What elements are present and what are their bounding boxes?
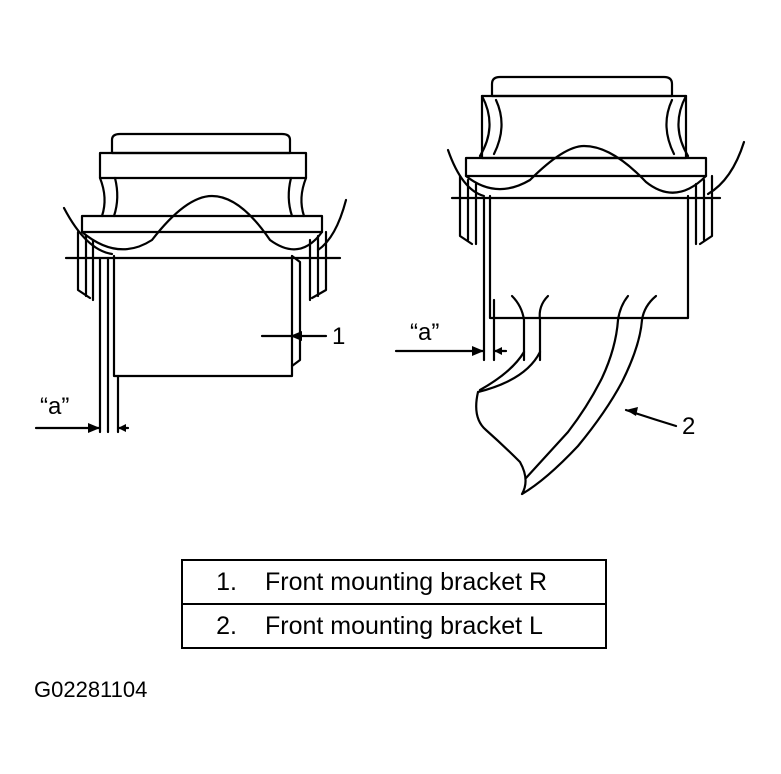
legend-number: 1. [216,567,237,596]
right-dimension-label: “a” [410,319,439,346]
legend-row: 1. Front mounting bracket R [181,559,607,605]
legend-table: 1. Front mounting bracket R 2. Front mount… [181,559,607,649]
legend-row: 2. Front mounting bracket L [181,603,607,649]
figure-id: G02281104 [34,677,148,702]
legend-text: Front mounting bracket R [265,567,548,596]
legend-number: 2. [216,611,237,640]
part-1-label: 1 [332,323,345,350]
left-mount-assembly [62,132,348,434]
part-2-label: 2 [682,413,695,440]
legend-text: Front mounting bracket L [265,611,543,640]
right-mount-assembly [446,75,746,496]
left-dimension-label: “a” [40,393,69,420]
arrowheads [88,331,638,433]
